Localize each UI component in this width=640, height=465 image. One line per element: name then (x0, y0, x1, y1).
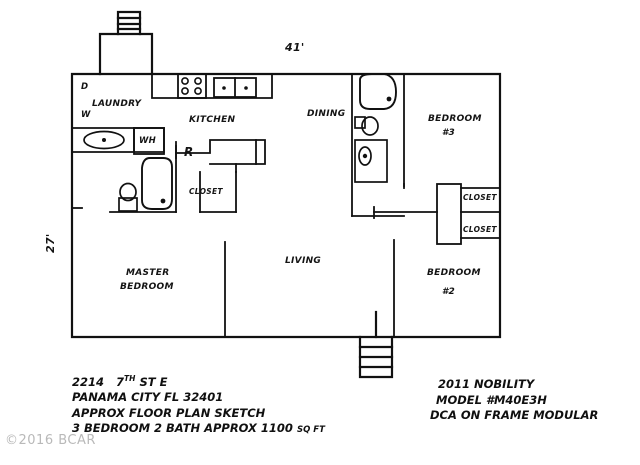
room-label-bedroom-2: BEDROOM (427, 268, 481, 278)
closet-label-hall: CLOSET (189, 187, 223, 196)
dimension-width-label: 41' (285, 41, 305, 54)
room-label-bedroom-2-number: #2 (442, 287, 456, 297)
closet-label-lower: CLOSET (463, 225, 497, 234)
kitchen-peninsula (175, 139, 266, 213)
room-label-dining: DINING (307, 109, 346, 119)
caption-right: 2011 NOBILITY MODEL #M40E3H DCA ON FRAME… (430, 377, 598, 424)
master-tub (141, 157, 173, 210)
hall-bath-tub (359, 73, 397, 110)
room-label-kitchen: KITCHEN (189, 115, 236, 125)
room-label-master-bedroom: MASTER (126, 268, 170, 278)
copyright-watermark: ©2016 BCAR (5, 433, 96, 448)
caption-right-line3: DCA ON FRAME MODULAR (430, 408, 599, 422)
dimension-height-label: 27' (44, 233, 57, 253)
exterior-walls (70, 72, 502, 339)
master-bath-walls (71, 127, 177, 213)
refrigerator-label: R (184, 145, 194, 159)
kitchen-sink-basins (222, 86, 248, 90)
front-porch-structure (98, 10, 154, 76)
caption-left-line4: 3 BEDROOM 2 BATH APPROX 1100 SQ FT (72, 421, 325, 436)
rear-steps (358, 310, 394, 379)
house-outline (70, 72, 502, 339)
room-label-laundry: LAUNDRY (92, 99, 142, 109)
range-burners (181, 77, 202, 95)
master-toilet (118, 182, 138, 212)
hall-bath-walls (351, 73, 405, 217)
kitchen-counter (151, 73, 273, 99)
room-label-bedroom-3: BEDROOM (428, 114, 482, 124)
hall-bath-vanity (354, 139, 388, 183)
hall-bath-toilet (354, 116, 379, 136)
room-label-bedroom-3-number: #3 (442, 128, 456, 138)
caption-right-line2: MODEL #M40E3H (436, 392, 547, 407)
interior-partitions (224, 183, 501, 338)
caption-right-line1: 2011 NOBILITY (438, 377, 535, 391)
dryer-label: D (81, 82, 89, 92)
room-label-master-bedroom-line2: BEDROOM (120, 282, 174, 292)
master-vanity-sink (83, 130, 125, 150)
caption-left-line2: PANAMA CITY FL 32401 (72, 390, 224, 405)
water-heater-label: WH (139, 136, 157, 146)
caption-left: 2214 7TH ST E PANAMA CITY FL 32401 APPRO… (72, 371, 325, 439)
closet-label-upper: CLOSET (463, 193, 497, 202)
caption-left-line3: APPROX FLOOR PLAN SKETCH (72, 405, 266, 420)
room-label-living: LIVING (285, 256, 322, 266)
caption-left-line1: 2214 7TH ST E (72, 374, 168, 389)
washer-label: W (81, 110, 91, 120)
